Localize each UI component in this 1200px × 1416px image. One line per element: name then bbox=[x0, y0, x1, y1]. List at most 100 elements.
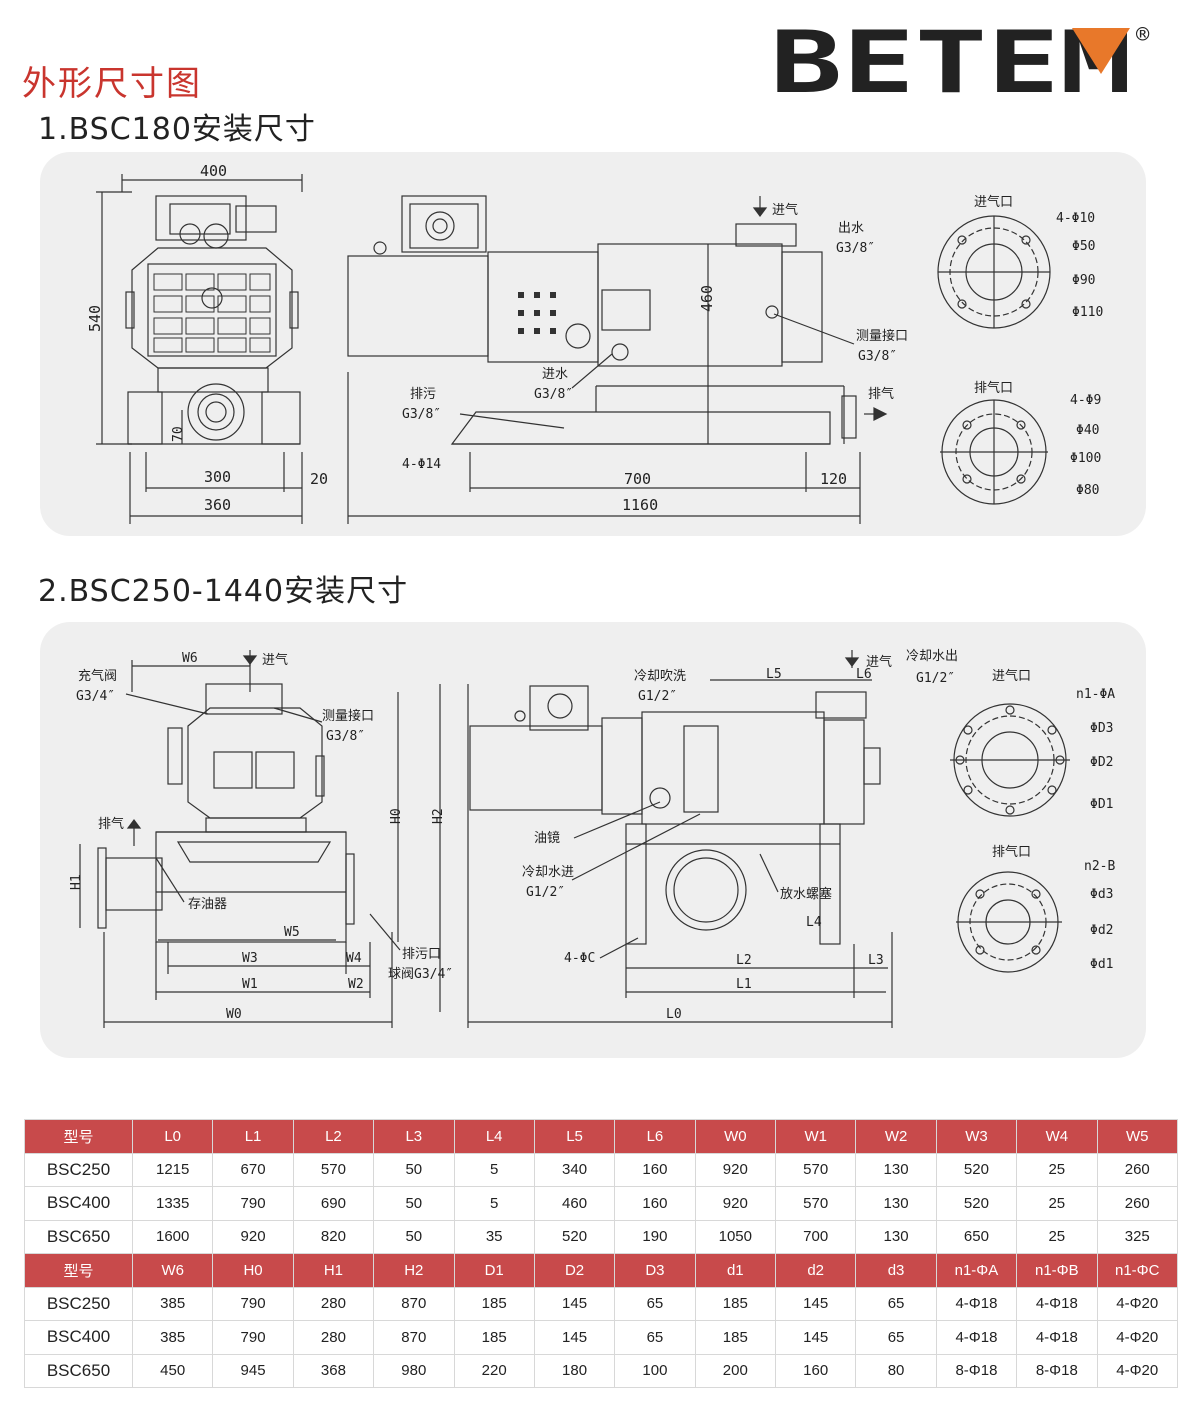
dimension-label: G3/8″ bbox=[836, 241, 875, 256]
dimension-label: H0 bbox=[389, 808, 404, 824]
table-cell: 4-Φ18 bbox=[1016, 1320, 1098, 1355]
dimension-label: 充气阀 bbox=[78, 668, 117, 684]
dimension-label: Φ100 bbox=[1070, 451, 1101, 466]
table-cell: 920 bbox=[694, 1186, 777, 1221]
table-cell: 4-Φ18 bbox=[935, 1320, 1018, 1355]
table-cell: 4-Φ18 bbox=[935, 1286, 1018, 1321]
table-cell: 190 bbox=[614, 1219, 696, 1254]
table-cell: 980 bbox=[373, 1353, 455, 1388]
bsc180-side-view: 进气 出水 G3/8″ 460 进水 G3/8″ 排污 G3/8″ 4-Φ14 … bbox=[347, 195, 908, 524]
table-header-cell: W6 bbox=[131, 1253, 214, 1288]
table-header-cell: D1 bbox=[453, 1253, 535, 1288]
table-cell: 945 bbox=[212, 1353, 294, 1388]
section1-title: 1.BSC180安装尺寸 bbox=[38, 112, 316, 147]
table-cell: 690 bbox=[292, 1186, 375, 1221]
dimension-label: G1/2″ bbox=[916, 671, 955, 686]
table-cell: 450 bbox=[131, 1353, 214, 1388]
dimension-label: Φd1 bbox=[1090, 957, 1113, 972]
dimension-label: L0 bbox=[666, 1007, 682, 1022]
dimension-label: ΦD3 bbox=[1090, 721, 1113, 736]
table-header-cell: L4 bbox=[453, 1119, 535, 1154]
table-cell: 185 bbox=[694, 1320, 777, 1355]
table-cell: 185 bbox=[694, 1286, 777, 1321]
table-cell: 385 bbox=[131, 1286, 214, 1321]
dimension-label: W4 bbox=[346, 951, 362, 966]
table-header-cell: L1 bbox=[212, 1119, 294, 1154]
table-cell: 790 bbox=[212, 1320, 294, 1355]
dimension-label: 进气 bbox=[772, 202, 798, 218]
dimension-label: L6 bbox=[856, 667, 872, 682]
table-header-cell: d2 bbox=[774, 1253, 857, 1288]
dimension-label: ΦD2 bbox=[1090, 755, 1113, 770]
dimension-label: W1 bbox=[242, 977, 258, 992]
table-header-cell: D3 bbox=[614, 1253, 696, 1288]
table-cell: 570 bbox=[774, 1186, 857, 1221]
table-cell: 160 bbox=[614, 1152, 696, 1187]
table-header-cell: L5 bbox=[533, 1119, 616, 1154]
table-header-cell: n1-ΦB bbox=[1016, 1253, 1098, 1288]
table-cell: 4-Φ20 bbox=[1096, 1286, 1178, 1321]
dimension-label: L3 bbox=[868, 953, 884, 968]
table-cell: 280 bbox=[292, 1286, 375, 1321]
table-cell: 130 bbox=[855, 1219, 937, 1254]
table-cell: 920 bbox=[212, 1219, 294, 1254]
table-header-cell: H0 bbox=[212, 1253, 294, 1288]
dimension-label: 球阀G3/4″ bbox=[388, 967, 453, 982]
dimension-label: 排气 bbox=[868, 386, 894, 402]
table-header-cell: W0 bbox=[694, 1119, 777, 1154]
dimension-label: 540 bbox=[86, 305, 104, 332]
dimension-label: 20 bbox=[310, 470, 328, 488]
dimension-label: 排气口 bbox=[992, 844, 1031, 860]
table-cell: 280 bbox=[292, 1320, 375, 1355]
table-cell: 1215 bbox=[131, 1152, 214, 1187]
dimension-label: 存油器 bbox=[188, 897, 227, 912]
dimension-label: G3/8″ bbox=[326, 729, 365, 744]
table-cell: 870 bbox=[373, 1286, 455, 1321]
dimension-label: L5 bbox=[766, 667, 782, 682]
table-cell: 145 bbox=[533, 1320, 616, 1355]
bsc180-outlet-flange: 排气口 4-Φ9 Φ40 Φ100 Φ80 bbox=[940, 380, 1101, 505]
bsc250-inlet-flange: 进气口 n1-ΦA ΦD3 ΦD2 ΦD1 bbox=[950, 668, 1115, 817]
dimension-label: G3/4″ bbox=[76, 689, 115, 704]
dimension-label: Φ90 bbox=[1072, 273, 1095, 288]
table-cell: 220 bbox=[453, 1353, 535, 1388]
table-cell: 520 bbox=[533, 1219, 616, 1254]
section2-drawing-panel: W6 进气 充气阀 G3/4″ 测量接口 G3/8″ H1 排气 H0 存油器 … bbox=[40, 622, 1146, 1058]
table-cell: 8-Φ18 bbox=[935, 1353, 1018, 1388]
dimension-label: L4 bbox=[806, 915, 822, 930]
table-cell: 870 bbox=[373, 1320, 455, 1355]
table-header-cell: H1 bbox=[292, 1253, 375, 1288]
dimension-label: 4-Φ14 bbox=[402, 457, 441, 472]
bsc250-outlet-flange: 排气口 n2-B Φd3 Φd2 Φd1 bbox=[956, 844, 1115, 973]
table-header-cell: L2 bbox=[292, 1119, 375, 1154]
table-cell: 180 bbox=[533, 1353, 616, 1388]
page-title: 外形尺寸图 bbox=[22, 64, 202, 104]
dimension-label: W3 bbox=[242, 951, 258, 966]
table-header-cell: W2 bbox=[855, 1119, 937, 1154]
table-cell: 100 bbox=[614, 1353, 696, 1388]
brand-name: BETEM bbox=[770, 22, 1132, 102]
dimension-label: 排气 bbox=[98, 816, 124, 832]
brand-accent-triangle bbox=[1072, 28, 1130, 74]
table-cell: 25 bbox=[1016, 1152, 1098, 1187]
table-cell: 520 bbox=[935, 1152, 1018, 1187]
bsc180-inlet-flange: 进气口 4-Φ10 Φ50 Φ90 Φ110 bbox=[937, 194, 1103, 329]
dimension-label: 冷却水出 bbox=[906, 649, 958, 664]
table-cell: 1335 bbox=[131, 1186, 214, 1221]
table-cell: 920 bbox=[694, 1152, 777, 1187]
dimension-label: 放水螺塞 bbox=[780, 886, 832, 902]
dimension-label: Φ50 bbox=[1072, 239, 1095, 254]
table-cell: 185 bbox=[453, 1320, 535, 1355]
dimension-label: 360 bbox=[204, 496, 231, 514]
table-header-cell: L6 bbox=[614, 1119, 696, 1154]
dimension-label: Φ80 bbox=[1076, 483, 1099, 498]
dimension-label: 300 bbox=[204, 468, 231, 486]
table-cell: 130 bbox=[855, 1186, 937, 1221]
table-header-cell: d3 bbox=[855, 1253, 937, 1288]
dimension-label: 进水 bbox=[542, 367, 568, 382]
table-cell: 8-Φ18 bbox=[1016, 1353, 1098, 1388]
table-cell: 160 bbox=[614, 1186, 696, 1221]
